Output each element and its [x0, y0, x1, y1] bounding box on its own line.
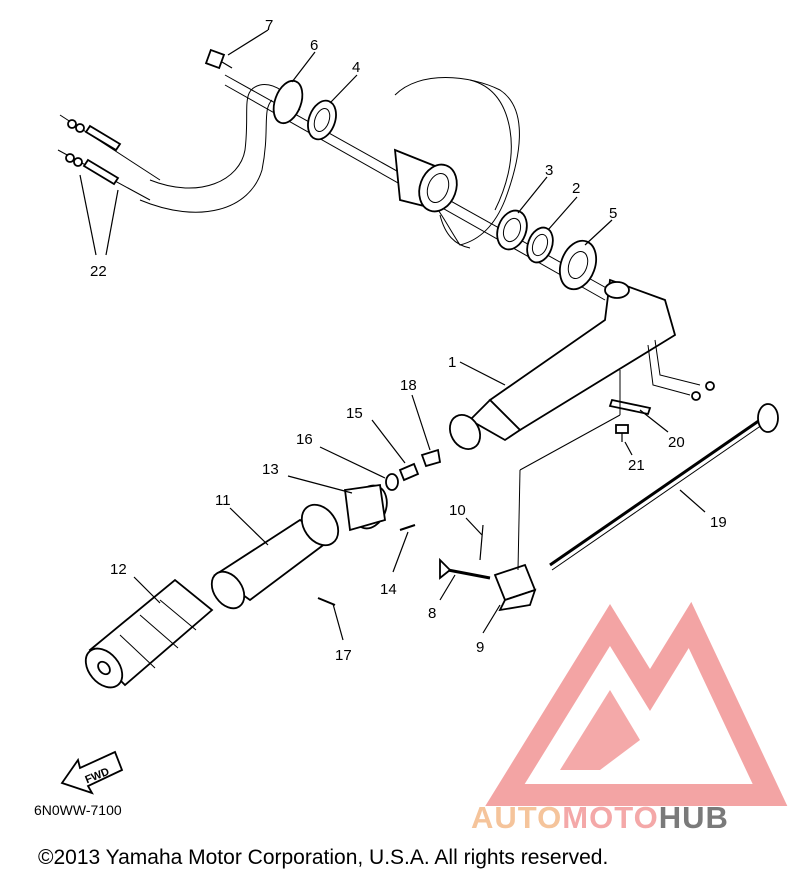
callout-15: 15 [346, 405, 363, 422]
callout-17: 17 [335, 647, 352, 664]
screw-21 [615, 424, 629, 442]
callout-4: 4 [352, 59, 360, 76]
callout-12: 12 [110, 561, 127, 578]
washer-16 [385, 473, 399, 491]
watermark-part-moto: MOTO [562, 800, 659, 835]
callout-5: 5 [609, 205, 617, 222]
callout-6: 6 [310, 37, 318, 54]
nut-18 [420, 448, 442, 468]
collar-13 [343, 483, 388, 532]
washer-4 [307, 99, 337, 141]
screw-17 [317, 597, 336, 606]
watermark-text: AUTOMOTOHUB [471, 800, 729, 836]
bracket-9 [493, 563, 537, 612]
callout-3: 3 [545, 162, 553, 179]
callout-2: 2 [572, 180, 580, 197]
pin-10 [479, 524, 484, 561]
washer-2 [526, 226, 554, 264]
automotohub-logo [485, 601, 788, 806]
steering-handle-arm-1 [449, 278, 715, 450]
wing-bolt-8 [439, 557, 491, 580]
throttle-cable-loop [57, 84, 301, 213]
throttle-grip-12 [84, 578, 214, 689]
screw-14 [399, 524, 416, 531]
callout-14: 14 [380, 581, 397, 598]
grip-shaft-11 [210, 503, 340, 610]
plate-20 [608, 398, 652, 416]
callout-16: 16 [296, 431, 313, 448]
diagram-code: 6N0WW-7100 [34, 802, 122, 818]
callout-18: 18 [400, 377, 417, 394]
callout-9: 9 [476, 639, 484, 656]
callout-labels: 1 2 3 4 5 6 7 8 9 10 11 12 13 14 15 16 1… [90, 17, 727, 664]
callout-21: 21 [628, 457, 645, 474]
steering-bushing [393, 148, 458, 213]
washer-5 [558, 239, 598, 291]
bolt-7 [204, 48, 233, 70]
fwd-arrow: FWD [60, 750, 124, 795]
callout-19: 19 [710, 514, 727, 531]
plate-6 [272, 79, 304, 125]
callout-22: 22 [90, 263, 107, 280]
callout-11: 11 [215, 492, 231, 509]
leader-lines [79, 29, 706, 641]
copyright-notice: ©2013 Yamaha Motor Corporation, U.S.A. A… [38, 846, 609, 869]
watermark-part-auto: AUTO [471, 800, 563, 835]
callout-8: 8 [428, 605, 436, 622]
watermark-part-hub: HUB [658, 800, 729, 835]
callout-10: 10 [449, 502, 466, 519]
spring-15 [398, 462, 420, 482]
engine-casing-outline [394, 77, 520, 249]
callout-7: 7 [265, 17, 273, 34]
callout-13: 13 [262, 461, 279, 478]
callout-1: 1 [448, 354, 456, 371]
throttle-shaft-19 [549, 403, 779, 571]
callout-20: 20 [668, 434, 685, 451]
